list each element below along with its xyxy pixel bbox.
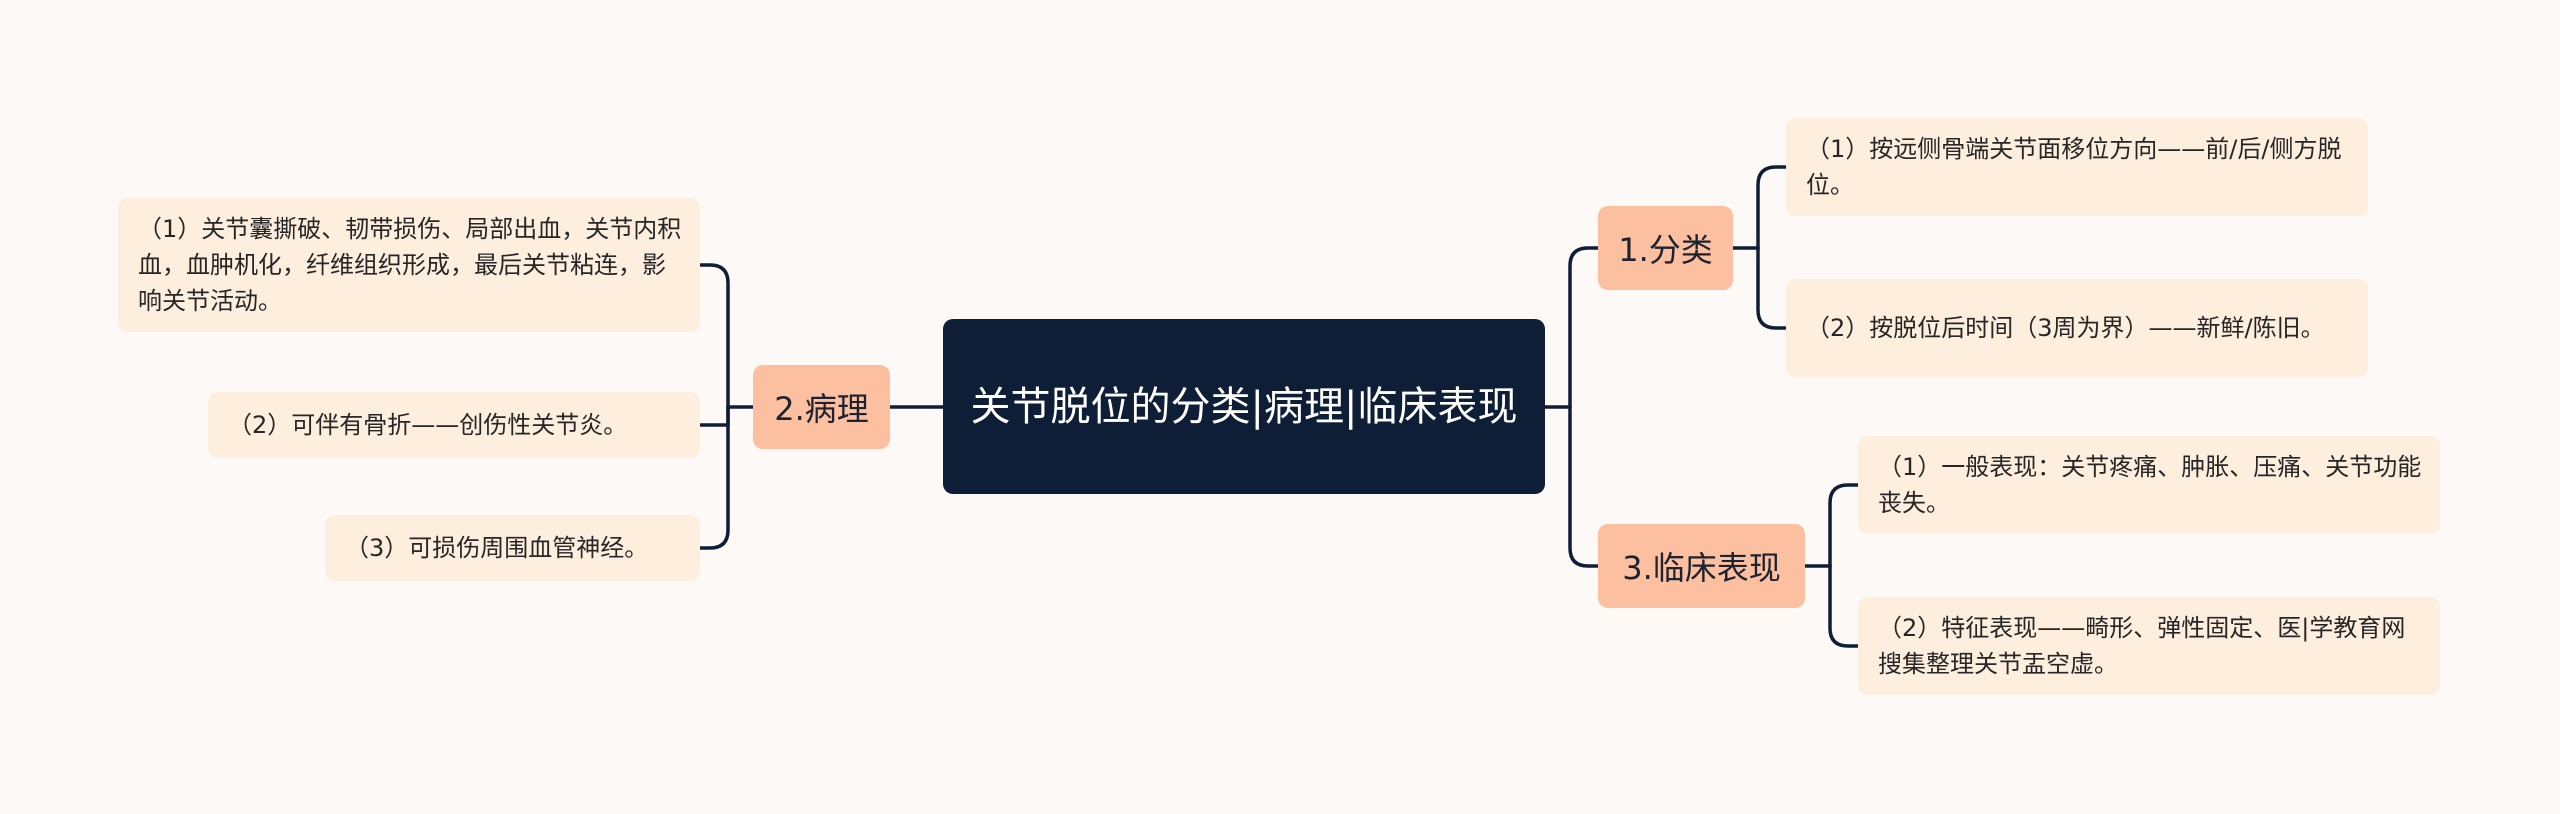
leaf-clinical-2[interactable]: （2）特征表现——畸形、弹性固定、医|学教育网搜集整理关节盂空虚。: [1858, 597, 2440, 695]
leaf-pathology-3-text: （3）可损伤周围血管神经。: [345, 534, 649, 562]
connector-pathology-mid: [698, 405, 730, 427]
leaf-clinical-2-text: （2）特征表现——畸形、弹性固定、医|学教育网搜集整理关节盂空虚。: [1878, 614, 2406, 678]
leaf-pathology-3[interactable]: （3）可损伤周围血管神经。: [325, 515, 700, 581]
branch-clinical[interactable]: 3.临床表现: [1598, 524, 1805, 608]
leaf-pathology-1[interactable]: （1）关节囊撕破、韧带损伤、局部出血，关节内积血，血肿机化，纤维组织形成，最后关…: [118, 198, 700, 332]
leaf-classification-2-text: （2）按脱位后时间（3周为界）——新鲜/陈旧。: [1806, 314, 2325, 342]
root-topic[interactable]: 关节脱位的分类|病理|临床表现: [943, 319, 1545, 494]
connector-clinical-down: [1828, 564, 1860, 648]
leaf-classification-1[interactable]: （1）按远侧骨端关节面移位方向——前/后/侧方脱位。: [1786, 118, 2368, 216]
leaf-pathology-2-text: （2）可伴有骨折——创伤性关节炎。: [228, 411, 628, 439]
connector-classification-up: [1756, 165, 1788, 250]
leaf-clinical-1-text: （1）一般表现：关节疼痛、肿胀、压痛、关节功能丧失。: [1878, 453, 2422, 517]
connector-pathology-up: [698, 263, 730, 409]
branch-classification[interactable]: 1.分类: [1598, 206, 1733, 290]
leaf-pathology-2[interactable]: （2）可伴有骨折——创伤性关节炎。: [208, 392, 700, 458]
leaf-clinical-1[interactable]: （1）一般表现：关节疼痛、肿胀、压痛、关节功能丧失。: [1858, 436, 2440, 534]
root-topic-label: 关节脱位的分类|病理|临床表现: [970, 383, 1518, 430]
connector-classification-down: [1756, 246, 1788, 330]
connector-clinical-up: [1828, 483, 1860, 568]
branch-pathology[interactable]: 2.病理: [753, 365, 890, 449]
connector-right-trunk: [1568, 246, 1600, 409]
leaf-classification-1-text: （1）按远侧骨端关节面移位方向——前/后/侧方脱位。: [1806, 135, 2342, 199]
leaf-classification-2[interactable]: （2）按脱位后时间（3周为界）——新鲜/陈旧。: [1786, 279, 2368, 377]
connector-right-trunk-lower: [1568, 405, 1600, 568]
branch-clinical-label: 3.临床表现: [1622, 549, 1781, 587]
branch-classification-label: 1.分类: [1618, 231, 1713, 269]
connector-pathology-down: [698, 405, 730, 550]
leaf-pathology-1-text: （1）关节囊撕破、韧带损伤、局部出血，关节内积血，血肿机化，纤维组织形成，最后关…: [138, 215, 682, 315]
branch-pathology-label: 2.病理: [774, 390, 869, 428]
